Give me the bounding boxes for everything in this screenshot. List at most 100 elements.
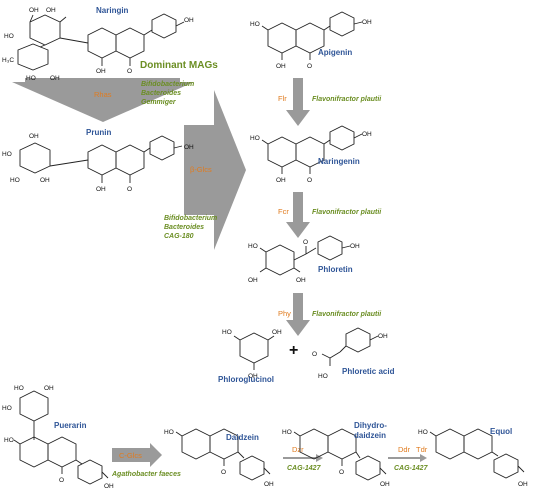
naringin-ho: HO: [4, 33, 14, 40]
ddr-tdr-arrowhead: [420, 454, 427, 462]
phy-arrow: [286, 293, 310, 336]
naringin-oh-1: OH: [29, 7, 39, 14]
dihydrodaidzein-ho: HO: [282, 429, 292, 436]
puerarin-label: Puerarin: [54, 421, 87, 430]
naringenin-oh-2: OH: [362, 131, 372, 138]
dihydrodaidzein-label-2: daidzein: [354, 431, 386, 440]
group2-microbe-3: CAG-180: [164, 233, 194, 240]
prunin-oh-2: OH: [40, 177, 50, 184]
prunin-oh-1: OH: [29, 133, 39, 140]
naringenin-structure: [261, 125, 363, 174]
puerarin-oh-2: OH: [104, 483, 114, 490]
phy-microbe-label: Flavonifractor plautii: [312, 311, 382, 318]
dihydrodaidzein-oh: OH: [380, 481, 390, 488]
daidzein-o: O: [221, 469, 226, 476]
ddr-enzyme-label: Ddr: [398, 445, 411, 454]
c-glcs-arrow: [112, 443, 162, 467]
agathobacter-label: Agathobacter faeces: [111, 471, 181, 478]
puerarin-ho-1: HO: [14, 385, 24, 392]
glcs-enzyme-label: β-Glcs: [190, 165, 212, 174]
puerarin-ho-3: HO: [4, 437, 14, 444]
phloretin-structure: [259, 235, 351, 276]
naringin-ho-2: HO: [26, 75, 36, 82]
flr-microbe-label: Flavonifractor plautii: [312, 96, 382, 103]
ddr-tdr-microbe-label: CAG-1427: [394, 465, 429, 472]
naringin-o: O: [127, 68, 132, 75]
naringenin-ho: HO: [250, 135, 260, 142]
equol-ho: HO: [418, 429, 428, 436]
group1-microbe-2: Bacteroides: [141, 90, 181, 97]
rhas-enzyme-label: Rhas: [94, 90, 112, 99]
fcr-arrow: [286, 192, 310, 238]
prunin-label: Prunin: [86, 128, 111, 137]
naringenin-label: Naringenin: [318, 157, 360, 166]
daidzein-oh: OH: [264, 481, 274, 488]
group1-microbe-1: Bifidobacterium: [141, 81, 194, 88]
dihydrodaidzein-o: O: [339, 469, 344, 476]
dzr-arrowhead: [316, 454, 323, 462]
apigenin-oh-1: OH: [276, 63, 286, 70]
prunin-ho-1: HO: [2, 151, 12, 158]
naringenin-oh-1: OH: [276, 177, 286, 184]
prunin-structure: [19, 135, 183, 183]
puerarin-ho-2: HO: [2, 405, 12, 412]
puerarin-oh-1: OH: [44, 385, 54, 392]
apigenin-oh-2: OH: [362, 19, 372, 26]
c-glcs-enzyme-label: C-Glcs: [119, 451, 142, 460]
phloroglucinol-oh-2: OH: [248, 373, 258, 380]
rhas-conversion-arrow: [12, 78, 194, 122]
group2-microbe-2: Bacteroides: [164, 224, 204, 231]
naringin-structure: [17, 13, 185, 71]
apigenin-ho: HO: [250, 21, 260, 28]
naringin-oh-4: OH: [96, 68, 106, 75]
phloretic-acid-structure: [321, 327, 379, 366]
equol-oh: OH: [518, 481, 528, 488]
phloretin-oh-3: OH: [350, 243, 360, 250]
naringin-oh-3: OH: [50, 75, 60, 82]
tdr-enzyme-label: Tdr: [416, 445, 428, 454]
prunin-ho-2: HO: [10, 177, 20, 184]
flr-arrow: [286, 78, 310, 126]
naringin-h3c: H₃C: [2, 57, 14, 64]
prunin-o: O: [127, 186, 132, 193]
phloretin-oh-2: OH: [296, 277, 306, 284]
equol-label: Equol: [490, 427, 512, 436]
phloroglucinol-ho: HO: [222, 329, 232, 336]
naringin-label: Naringin: [96, 6, 129, 15]
phloretic-acid-oh: OH: [378, 333, 388, 340]
glcs-conversion-arrow: [184, 90, 246, 250]
prunin-oh-4: OH: [184, 144, 194, 151]
phloroglucinol-oh-1: OH: [272, 329, 282, 336]
naringin-oh-2: OH: [46, 7, 56, 14]
dzr-enzyme-label: Dzr: [292, 445, 304, 454]
apigenin-label: Apigenin: [318, 48, 352, 57]
daidzein-label: Daidzein: [226, 433, 259, 442]
daidzein-ho: HO: [164, 429, 174, 436]
phloretic-acid-o: O: [312, 351, 317, 358]
group1-microbe-3: Gemmiger: [141, 99, 177, 106]
phloretin-ho-1: HO: [248, 243, 258, 250]
dzr-microbe-label: CAG-1427: [287, 465, 322, 472]
phloretic-acid-ho: HO: [318, 373, 328, 380]
dominant-mags-label: Dominant MAGs: [140, 60, 218, 71]
group2-microbe-1: Bifidobacterium: [164, 215, 217, 222]
phloretin-label: Phloretin: [318, 265, 353, 274]
daidzein-structure: [175, 428, 271, 481]
phloretic-acid-label: Phloretic acid: [342, 367, 395, 376]
puerarin-structure: [13, 390, 109, 485]
apigenin-o: O: [307, 63, 312, 70]
apigenin-structure: [261, 11, 363, 60]
fcr-microbe-label: Flavonifractor plautii: [312, 209, 382, 216]
flr-enzyme-label: Flr: [278, 94, 287, 103]
naringenin-o: O: [307, 177, 312, 184]
dihydrodaidzein-label-1: Dihydro-: [354, 421, 387, 430]
phloretin-o: O: [303, 239, 308, 246]
fcr-enzyme-label: Fcr: [278, 207, 289, 216]
phloretin-oh-1: OH: [248, 277, 258, 284]
naringin-oh-5: OH: [184, 17, 194, 24]
dihydrodaidzein-structure: [293, 428, 387, 481]
puerarin-o: O: [59, 477, 64, 484]
equol-structure: [429, 428, 525, 479]
phloroglucinol-structure: [233, 332, 275, 370]
